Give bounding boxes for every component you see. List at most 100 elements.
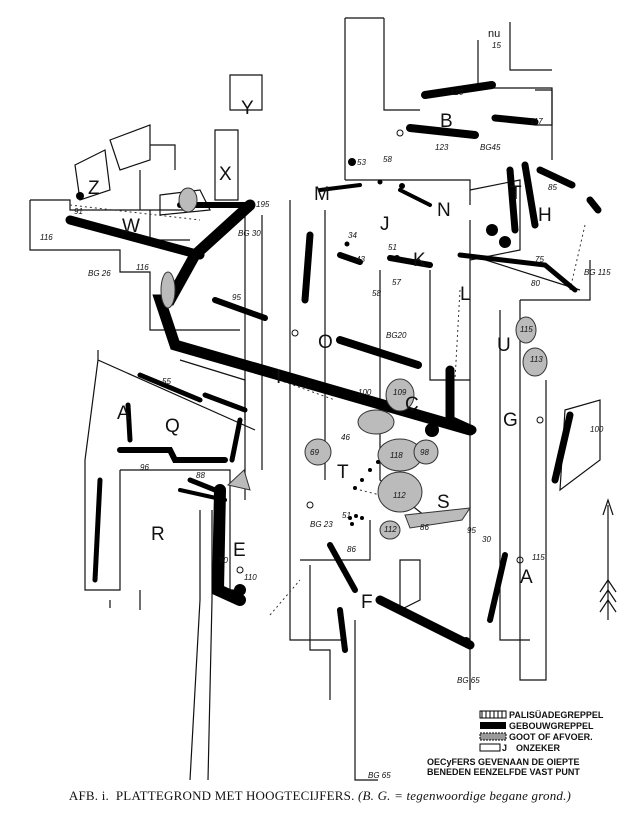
elevation-label: BG 30 bbox=[238, 229, 261, 238]
corner-label: nu bbox=[488, 28, 500, 40]
caption-note: (B. G. = tegenwoordige begane grond.) bbox=[358, 788, 572, 803]
elevation-label: 95 bbox=[467, 526, 476, 535]
area-label-T-north: T bbox=[510, 183, 522, 204]
elevation-label: 96 bbox=[140, 463, 149, 472]
elevation-label: 98 bbox=[420, 448, 429, 457]
area-label-S: S bbox=[437, 492, 450, 513]
open-rings bbox=[236, 129, 544, 574]
legend-item-building: GEBOUWGREPPEL bbox=[509, 721, 594, 731]
elevation-label: 113 bbox=[530, 355, 543, 364]
legend-swatch-palisade bbox=[479, 710, 507, 719]
elevation-label: 88 bbox=[196, 471, 205, 480]
north-arrow-icon bbox=[599, 498, 617, 620]
area-label-H: H bbox=[538, 205, 552, 226]
elevation-label: 95 bbox=[232, 293, 241, 302]
elevation-label: 123 bbox=[435, 143, 449, 152]
elevation-label: 195 bbox=[256, 200, 270, 209]
area-label-F: F bbox=[361, 592, 373, 613]
legend-item-palisade: PALISÜADEGREPPEL bbox=[509, 710, 604, 720]
area-label-A-west: A bbox=[117, 403, 130, 424]
elevation-label: 90 bbox=[219, 556, 228, 565]
elevation-label: 58 bbox=[372, 289, 381, 298]
elevation-labels: 120 117 123 BG45 85 53 58 195 91 116 BG … bbox=[40, 88, 611, 780]
elevation-label: 116 bbox=[40, 233, 53, 242]
area-label-I: I bbox=[276, 367, 281, 388]
elevation-label: 115 bbox=[520, 325, 533, 334]
area-label-Y: Y bbox=[241, 98, 254, 119]
elevation-label: 110 bbox=[244, 573, 257, 582]
elevation-label: 112 bbox=[393, 491, 406, 500]
elevation-label: BG20 bbox=[386, 331, 407, 340]
elevation-label: 85 bbox=[548, 183, 557, 192]
area-label-G: G bbox=[503, 410, 518, 431]
elevation-label: BG 65 bbox=[457, 676, 480, 685]
elevation-label: 46 bbox=[341, 433, 350, 442]
area-label-N: N bbox=[437, 200, 451, 221]
elevation-label: BG45 bbox=[480, 143, 501, 152]
elevation-label: 112 bbox=[384, 525, 397, 534]
area-label-U: U bbox=[497, 335, 511, 356]
black-trenches bbox=[65, 81, 602, 653]
corner-sub-label: 15 bbox=[492, 41, 501, 50]
elevation-label: 117 bbox=[530, 117, 543, 126]
elevation-label: 75 bbox=[535, 255, 544, 264]
post-holes bbox=[76, 158, 511, 647]
elevation-label: 58 bbox=[383, 155, 392, 164]
area-label-J: J bbox=[380, 214, 390, 235]
legend-item-uncertain: ONZEKER bbox=[516, 743, 561, 753]
area-label-B: B bbox=[440, 111, 453, 132]
area-label-T-south: T bbox=[337, 462, 349, 483]
legend-swatch-building bbox=[480, 722, 506, 729]
elevation-label: 34 bbox=[348, 231, 357, 240]
area-label-O: O bbox=[318, 332, 333, 353]
legend-onzeker-key: J bbox=[502, 743, 507, 753]
area-label-C: C bbox=[405, 394, 419, 415]
area-label-X: X bbox=[219, 164, 232, 185]
elevation-label: 100 bbox=[358, 388, 372, 397]
elevation-label: 118 bbox=[390, 451, 403, 460]
elevation-label: 109 bbox=[393, 388, 407, 397]
caption-prefix: AFB. i. bbox=[68, 788, 109, 803]
elevation-label: 51 bbox=[388, 243, 397, 252]
elevation-label: 115 bbox=[532, 553, 545, 562]
elevation-label: BG 65 bbox=[368, 771, 391, 780]
legend-note-line1: OECyFERS GEVENAAN DE OIEPTE bbox=[427, 757, 580, 767]
area-label-W: W bbox=[122, 216, 140, 237]
elevation-label: BG 23 bbox=[310, 520, 333, 529]
elevation-label: 80 bbox=[531, 279, 540, 288]
elevation-label: 69 bbox=[310, 448, 319, 457]
caption-title: PLATTEGROND MET HOOGTECIJFERS. bbox=[115, 788, 355, 803]
area-label-Z: Z bbox=[88, 178, 100, 199]
elevation-label: 53 bbox=[357, 158, 366, 167]
site-plan-drawing: Y X Z W M J N B T H K L U O I C G A Q T … bbox=[29, 17, 617, 781]
outline-walls bbox=[29, 17, 601, 781]
elevation-label: 43 bbox=[356, 255, 365, 264]
elevation-label: 30 bbox=[482, 535, 491, 544]
elevation-label: 116 bbox=[136, 263, 149, 272]
area-label-Q: Q bbox=[165, 416, 180, 437]
area-label-A-east: A bbox=[520, 567, 533, 588]
elevation-label: 55 bbox=[162, 377, 171, 386]
legend-swatch-gutter bbox=[479, 732, 507, 741]
legend-swatch-uncertain bbox=[479, 743, 501, 752]
elevation-label: 91 bbox=[74, 207, 83, 216]
elevation-label: 86 bbox=[347, 545, 356, 554]
legend-note-line2: BENEDEN EENZELFDE VAST PUNT bbox=[427, 767, 580, 777]
elevation-label: 100 bbox=[590, 425, 604, 434]
elevation-label: BG 115 bbox=[584, 268, 611, 277]
area-label-E: E bbox=[233, 540, 246, 561]
elevation-label: BG 26 bbox=[88, 269, 111, 278]
area-label-R: R bbox=[151, 524, 165, 545]
hatched-pits bbox=[160, 187, 548, 540]
figure-caption: AFB. i. PLATTEGROND MET HOOGTECIJFERS. (… bbox=[0, 788, 640, 804]
legend: PALISÜADEGREPPEL GEBOUWGREPPEL GOOT OF A… bbox=[427, 710, 604, 777]
area-label-L: L bbox=[460, 284, 471, 305]
area-label-K: K bbox=[413, 250, 426, 271]
area-label-M: M bbox=[314, 184, 330, 205]
elevation-label: 51 bbox=[342, 511, 351, 520]
area-labels: Y X Z W M J N B T H K L U O I C G A Q T … bbox=[88, 98, 552, 613]
elevation-label: 57 bbox=[392, 278, 401, 287]
elevation-label: 120 bbox=[450, 88, 464, 97]
elevation-label: 86 bbox=[420, 523, 429, 532]
legend-item-gutter: GOOT OF AFVOER. bbox=[509, 732, 593, 742]
